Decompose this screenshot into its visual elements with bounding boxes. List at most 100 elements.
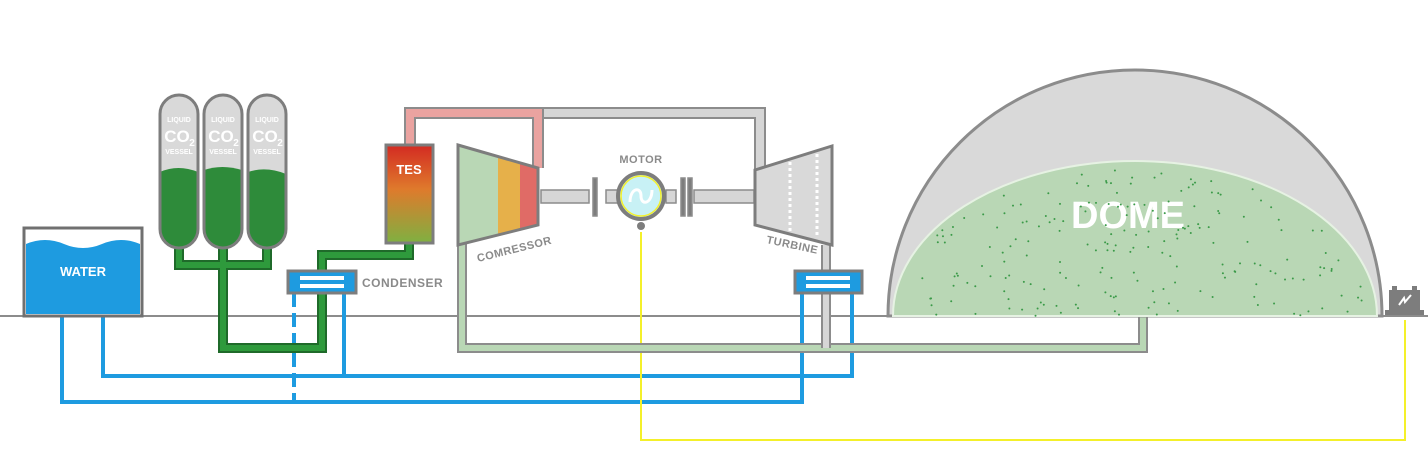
particle (1169, 255, 1172, 258)
particle (1143, 203, 1146, 206)
particle (1044, 214, 1047, 217)
particle (1059, 261, 1062, 264)
turbine-condenser (793, 269, 864, 295)
particle (1064, 277, 1067, 280)
particle (1293, 312, 1296, 315)
particle (1034, 314, 1037, 317)
particle (1021, 221, 1024, 224)
particle (1133, 203, 1136, 206)
tes-label: TES (396, 162, 422, 177)
particle (1104, 224, 1107, 227)
particle (1167, 302, 1170, 305)
particle (1319, 266, 1322, 269)
particle (1193, 205, 1196, 208)
particle (1129, 250, 1132, 253)
particle (963, 217, 966, 220)
particle (988, 246, 991, 249)
svg-text:LIQUID: LIQUID (255, 117, 279, 124)
particle (1176, 237, 1179, 240)
particle (1155, 313, 1158, 316)
particle (1077, 284, 1080, 287)
particle (1022, 280, 1025, 283)
particle (1270, 206, 1273, 209)
particle (1253, 262, 1256, 265)
particle (951, 225, 954, 228)
liquid-pipes (174, 240, 414, 353)
gas-pipe (457, 240, 1148, 353)
particle (930, 304, 933, 307)
particle (1074, 303, 1077, 306)
particle (1027, 240, 1030, 243)
particle (1217, 192, 1220, 195)
particle (1008, 307, 1011, 310)
particle (1007, 298, 1010, 301)
particle (1251, 188, 1254, 191)
svg-text:2: 2 (277, 138, 283, 149)
particle (1189, 231, 1192, 234)
tes-tank: TES (384, 143, 435, 245)
particle (1047, 192, 1050, 195)
particle (1055, 304, 1058, 307)
particle (955, 272, 958, 275)
particle (1011, 204, 1014, 207)
particle (1153, 301, 1156, 304)
particle (1330, 269, 1333, 272)
particle (950, 233, 953, 236)
particle (953, 275, 956, 278)
particle (1174, 281, 1177, 284)
particle (1106, 242, 1109, 245)
particle (1324, 251, 1327, 254)
particle (1156, 217, 1159, 220)
particle (1260, 199, 1263, 202)
particle (1003, 290, 1006, 293)
particle (1107, 202, 1110, 205)
svg-text:LIQUID: LIQUID (211, 117, 235, 124)
dome: DOME (886, 68, 1384, 318)
particle (1115, 191, 1118, 194)
vessel: LIQUID CO 2 VESSEL (202, 93, 244, 250)
particle (1025, 220, 1028, 223)
battery-lightning-icon (1385, 286, 1424, 315)
particle (1277, 218, 1280, 221)
particle (1086, 243, 1089, 246)
particle (1153, 176, 1156, 179)
particle (1194, 181, 1197, 184)
particle (1280, 229, 1283, 232)
particle (1161, 251, 1164, 254)
particle (1163, 212, 1166, 215)
particle (1084, 210, 1087, 213)
particle (1009, 245, 1012, 248)
particle (1079, 205, 1082, 208)
particle (1211, 295, 1214, 298)
particle (1110, 276, 1113, 279)
particle (1119, 203, 1122, 206)
particle (1223, 276, 1226, 279)
particle (1129, 182, 1132, 185)
particle (1191, 183, 1194, 186)
particle (1210, 180, 1213, 183)
particle (1167, 200, 1170, 203)
svg-text:LIQUID: LIQUID (167, 117, 191, 124)
particle (1269, 270, 1272, 273)
particle (1291, 277, 1294, 280)
particle (1019, 203, 1022, 206)
particle (1039, 301, 1042, 304)
particle (1003, 212, 1006, 215)
particle (1123, 229, 1126, 232)
particle (981, 265, 984, 268)
motor: MOTOR (616, 154, 666, 230)
particle (1307, 310, 1310, 313)
particle (1094, 201, 1097, 204)
particle (974, 312, 977, 315)
co2-vessels: LIQUID CO 2 VESSEL LIQUID CO 2 VESSEL LI… (158, 93, 288, 250)
particle (1109, 182, 1112, 185)
particle (1002, 194, 1005, 197)
particle (1077, 307, 1080, 310)
svg-text:CO: CO (164, 127, 190, 146)
particle (1221, 272, 1224, 275)
particle (1187, 186, 1190, 189)
particle (1151, 290, 1154, 293)
particle (1125, 214, 1128, 217)
particle (935, 313, 938, 316)
power-line (640, 232, 1406, 441)
